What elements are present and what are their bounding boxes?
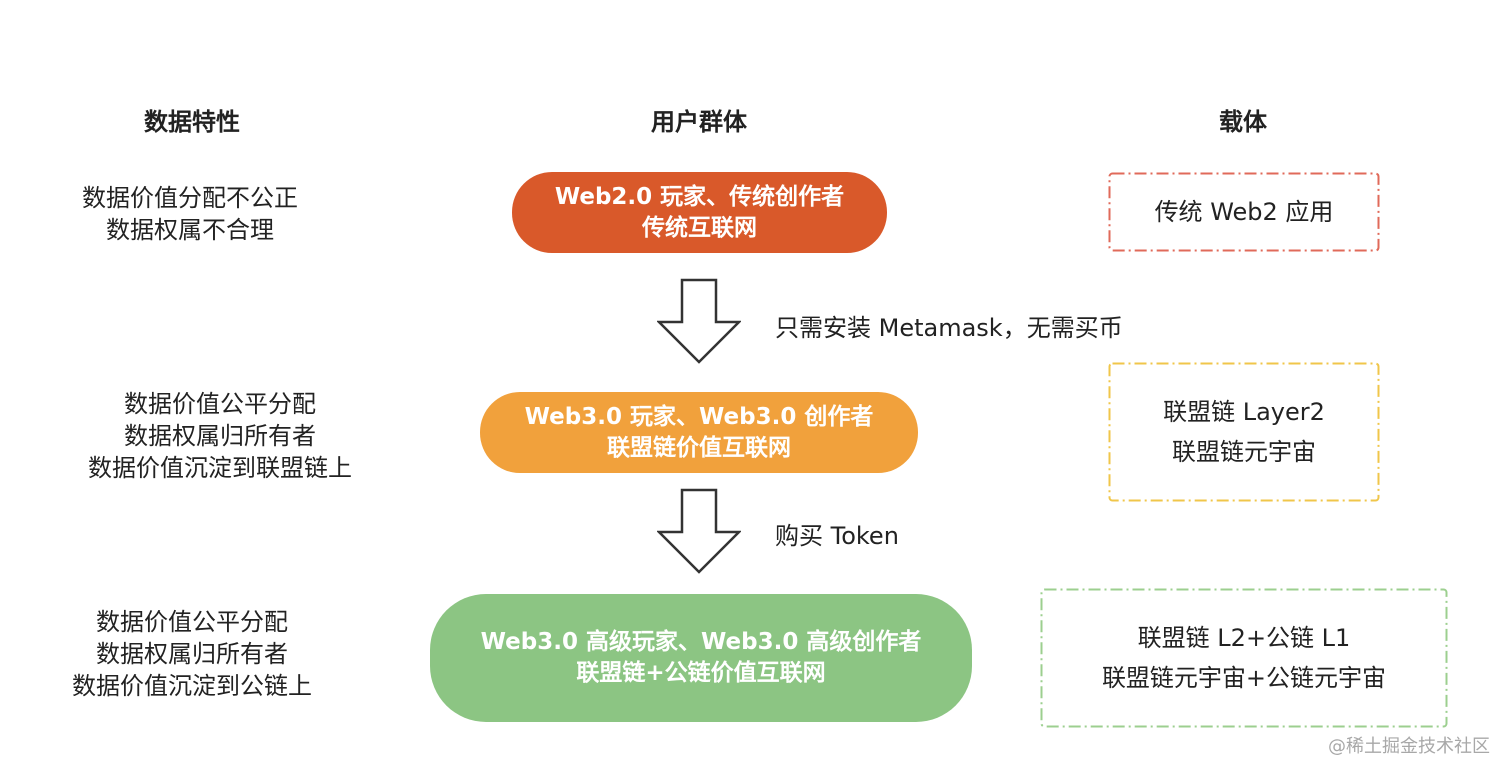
watermark: @稀土掘金技术社区 bbox=[1328, 736, 1490, 757]
row1-user-group-pill: Web2.0 玩家、传统创作者 传统互联网 bbox=[512, 172, 887, 253]
row2-feature-3: 数据价值沉淀到联盟链上 bbox=[88, 454, 352, 482]
row2-carrier-line-2: 联盟链元宇宙 bbox=[1172, 438, 1316, 466]
row3-carrier-line-1: 联盟链 L2+公链 L1 bbox=[1137, 624, 1351, 652]
row3-feature-2: 数据权属归所有者 bbox=[96, 640, 288, 668]
row3-carrier-line-2: 联盟链元宇宙+公链元宇宙 bbox=[1101, 664, 1387, 692]
row3-carrier-box: 联盟链 L2+公链 L1 联盟链元宇宙+公链元宇宙 bbox=[1040, 588, 1448, 728]
row1-group-subtitle: 传统互联网 bbox=[642, 214, 757, 241]
row2-group-title: Web3.0 玩家、Web3.0 创作者 bbox=[524, 403, 874, 430]
down-arrow-icon bbox=[657, 488, 741, 574]
row3-group-subtitle: 联盟链+公链价值互联网 bbox=[576, 660, 826, 686]
row2-carrier-line-1: 联盟链 Layer2 bbox=[1163, 398, 1325, 426]
header-user-groups: 用户群体 bbox=[651, 108, 747, 136]
row3-feature-3: 数据价值沉淀到公链上 bbox=[72, 672, 312, 700]
row1-carrier-border bbox=[1108, 172, 1380, 252]
row3-carrier-border bbox=[1040, 588, 1448, 728]
row2-feature-2: 数据权属归所有者 bbox=[124, 422, 316, 450]
row1-feature-2: 数据权属不合理 bbox=[106, 216, 274, 244]
transition-2-label: 购买 Token bbox=[775, 522, 899, 550]
row3-feature-1: 数据价值公平分配 bbox=[96, 608, 288, 636]
row2-features: 数据价值公平分配 数据权属归所有者 数据价值沉淀到联盟链上 bbox=[60, 388, 380, 484]
row2-carrier-border bbox=[1108, 362, 1380, 502]
row1-feature-1: 数据价值分配不公正 bbox=[82, 184, 298, 212]
row1-features: 数据价值分配不公正 数据权属不合理 bbox=[40, 182, 340, 246]
row2-user-group-pill: Web3.0 玩家、Web3.0 创作者 联盟链价值互联网 bbox=[480, 392, 918, 473]
row3-features: 数据价值公平分配 数据权属归所有者 数据价值沉淀到公链上 bbox=[42, 606, 342, 702]
row1-group-title: Web2.0 玩家、传统创作者 bbox=[554, 183, 845, 210]
row3-group-title: Web3.0 高级玩家、Web3.0 高级创作者 bbox=[480, 629, 922, 655]
down-arrow-icon bbox=[657, 278, 741, 364]
header-carrier: 载体 bbox=[1219, 108, 1267, 136]
row3-user-group-pill: Web3.0 高级玩家、Web3.0 高级创作者 联盟链+公链价值互联网 bbox=[430, 594, 972, 722]
row1-carrier-box: 传统 Web2 应用 bbox=[1108, 172, 1380, 252]
row2-carrier-box: 联盟链 Layer2 联盟链元宇宙 bbox=[1108, 362, 1380, 502]
header-data-features: 数据特性 bbox=[144, 108, 240, 136]
row2-feature-1: 数据价值公平分配 bbox=[124, 390, 316, 418]
row1-carrier-text: 传统 Web2 应用 bbox=[1154, 198, 1334, 226]
transition-1-label: 只需安装 Metamask，无需买币 bbox=[775, 314, 1123, 342]
row2-group-subtitle: 联盟链价值互联网 bbox=[607, 434, 791, 461]
